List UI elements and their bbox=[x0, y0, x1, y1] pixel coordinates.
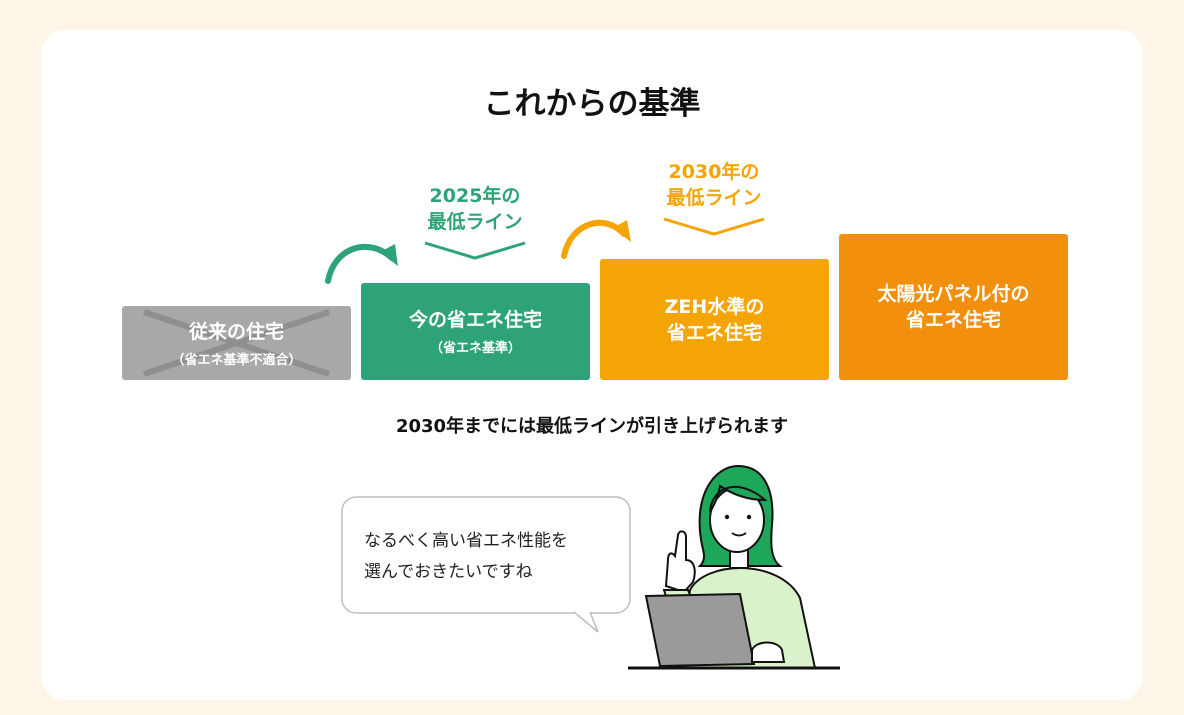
stage-block-solar: 太陽光パネル付の 省エネ住宅 bbox=[839, 234, 1068, 380]
cross-out-icon bbox=[143, 309, 330, 377]
stage-block-current: 今の省エネ住宅 （省エネ基準） bbox=[361, 283, 590, 380]
label-line2: 最低ライン bbox=[427, 211, 523, 233]
min-line-2030-label: 2030年の 最低ライン bbox=[629, 159, 799, 211]
label-line1: 2025年の bbox=[429, 185, 521, 207]
speech-line1: なるべく高い省エネ性能を bbox=[364, 531, 568, 551]
block-label-line1: 太陽光パネル付の bbox=[877, 283, 1030, 305]
stage-block-conventional: 従来の住宅 （省エネ基準不適合） bbox=[122, 306, 351, 380]
label-line2: 最低ライン bbox=[666, 187, 762, 209]
block-label-line1: ZEH水準の bbox=[664, 295, 765, 318]
curved-arrow-green-icon bbox=[325, 243, 398, 284]
block-sublabel: （省エネ基準不適合） bbox=[171, 352, 302, 368]
block-label-line2: 省エネ住宅 bbox=[666, 321, 762, 344]
stage-block-zeh: ZEH水準の 省エネ住宅 bbox=[600, 259, 829, 380]
speech-line2: 選んでおきたいですね bbox=[364, 562, 533, 582]
caption-text: 2030年までには最低ラインが引き上げられます bbox=[395, 416, 789, 437]
speech-bubble bbox=[341, 496, 631, 633]
block-label-line2: 省エネ住宅 bbox=[905, 309, 1001, 331]
block-label: 従来の住宅 bbox=[188, 320, 284, 343]
block-label: 今の省エネ住宅 bbox=[408, 309, 542, 331]
person-with-laptop-illustration bbox=[628, 464, 840, 670]
page-title: これからの基準 bbox=[483, 86, 701, 122]
speech-bubble-text: なるべく高い省エネ性能を 選んでおきたいですね bbox=[364, 526, 624, 588]
bracket-2025-icon bbox=[424, 241, 526, 260]
bracket-2030-icon bbox=[663, 217, 765, 236]
curved-arrow-yellow-icon bbox=[561, 220, 631, 259]
label-line1: 2030年の bbox=[668, 161, 760, 183]
block-sublabel: （省エネ基準） bbox=[429, 341, 521, 356]
min-line-2025-label: 2025年の 最低ライン bbox=[390, 183, 560, 235]
